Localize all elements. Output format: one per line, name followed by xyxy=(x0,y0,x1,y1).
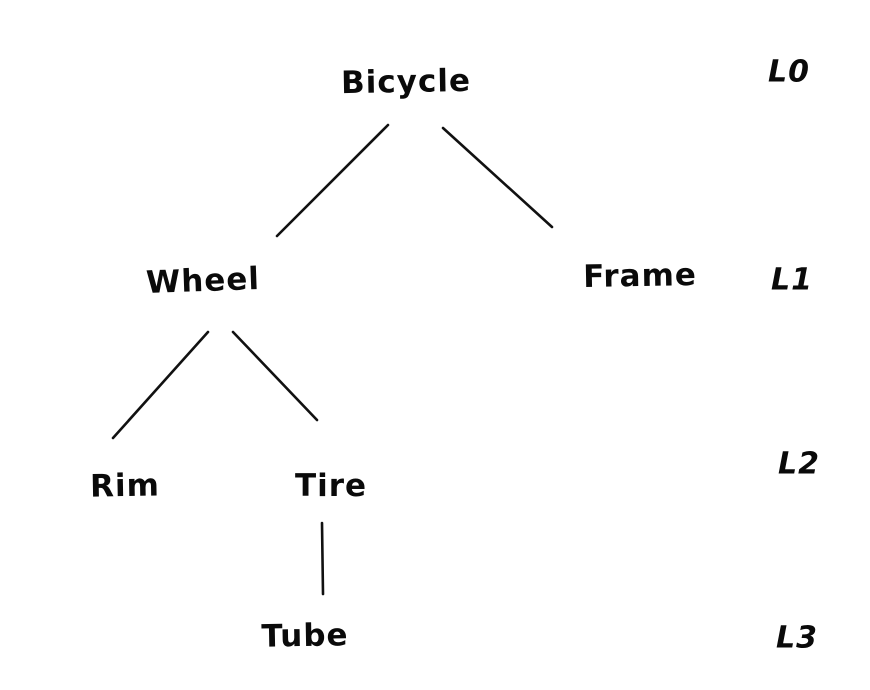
level-label-l0: L0 xyxy=(768,54,810,90)
tree-node-tube: Tube xyxy=(261,617,349,655)
edge-bicycle-frame xyxy=(441,126,554,229)
edge-wheel-tire xyxy=(231,330,319,422)
tree-node-bicycle: Bicycle xyxy=(340,62,472,102)
tree-node-rim: Rim xyxy=(89,467,161,505)
level-label-l1: L1 xyxy=(771,262,813,298)
tree-node-frame: Frame xyxy=(582,257,698,295)
level-label-l2: L2 xyxy=(778,446,820,482)
edge-tire-tube xyxy=(320,521,325,596)
level-label-l3: L3 xyxy=(776,620,818,656)
tree-node-wheel: Wheel xyxy=(145,261,261,301)
edge-wheel-rim xyxy=(111,330,210,440)
tree-node-tire: Tire xyxy=(294,468,368,504)
edge-bicycle-wheel xyxy=(275,123,390,238)
